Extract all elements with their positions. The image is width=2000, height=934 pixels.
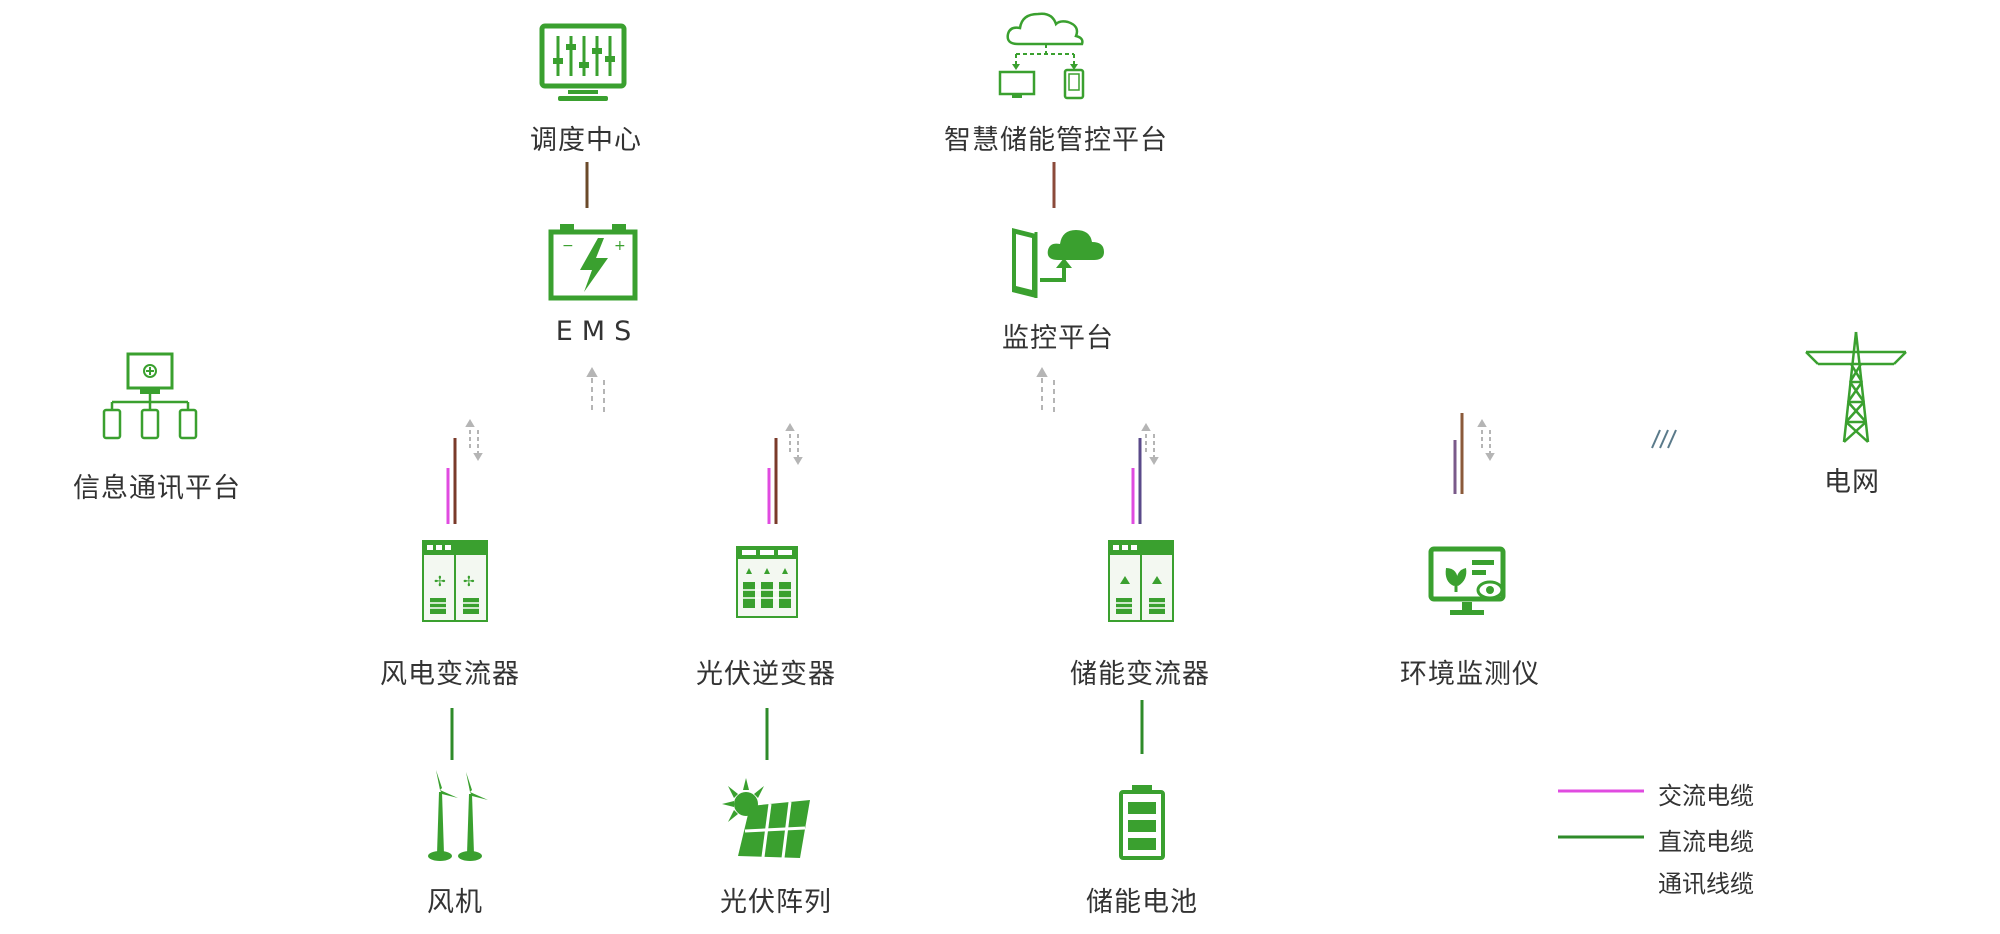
legend-ac-label: 交流电缆 [1658,782,1754,810]
svg-text:✢: ✢ [463,574,475,590]
drop-env [1453,413,1464,494]
label-pv-inverter: 光伏逆变器 [696,659,836,690]
wind-converter-cabinet-icon: ✢ ✢ [422,540,488,622]
cloud-devices-icon [998,12,1085,100]
pv-inverter-cabinet-icon [736,546,798,618]
drop-pv [767,438,778,524]
wind-turbine-icon [426,770,488,861]
storage-converter-cabinet-icon [1108,540,1174,622]
drop-wind [446,438,457,524]
label-wind-converter: 风电变流器 [380,659,520,690]
label-dispatch: 调度中心 [530,125,642,156]
battery-bolt-icon: − + [548,224,638,301]
label-pv-array: 光伏阵列 [720,887,832,918]
label-turbine: 风机 [427,887,483,918]
legend-comm-label: 通讯线缆 [1658,870,1754,898]
signal-arrows [465,366,1495,465]
control-panel-monitor-icon [539,23,627,101]
signal-arrow-monitor [1036,366,1055,414]
label-ems: EMS [555,316,641,347]
signal-arrow-storage [1141,423,1159,465]
door-cloud-upload-icon [1012,228,1104,298]
signal-arrow-env [1477,419,1495,461]
label-battery: 储能电池 [1086,887,1198,918]
label-storage-converter: 储能变流器 [1070,659,1210,690]
bus-break-mark [1651,429,1677,449]
signal-arrow-ems [586,366,605,414]
network-devices-icon [102,352,198,440]
svg-text:+: + [614,238,626,254]
label-grid: 电网 [1824,467,1880,498]
legend-dc-label: 直流电缆 [1658,828,1754,856]
svg-text:✢: ✢ [434,574,446,590]
signal-arrow-wind [465,419,483,461]
drop-storage [1131,438,1142,524]
label-info-platform: 信息通讯平台 [73,473,241,504]
battery-icon [1119,785,1165,860]
svg-text:−: − [562,238,574,254]
label-monitor-platform: 监控平台 [1002,323,1114,354]
signal-arrow-pv [785,423,803,465]
env-monitor-icon [1428,546,1506,615]
solar-panel-icon [722,778,810,859]
label-env-monitor: 环境监测仪 [1400,659,1540,690]
label-smart-platform: 智慧储能管控平台 [944,125,1168,156]
power-tower-icon [1805,331,1907,443]
